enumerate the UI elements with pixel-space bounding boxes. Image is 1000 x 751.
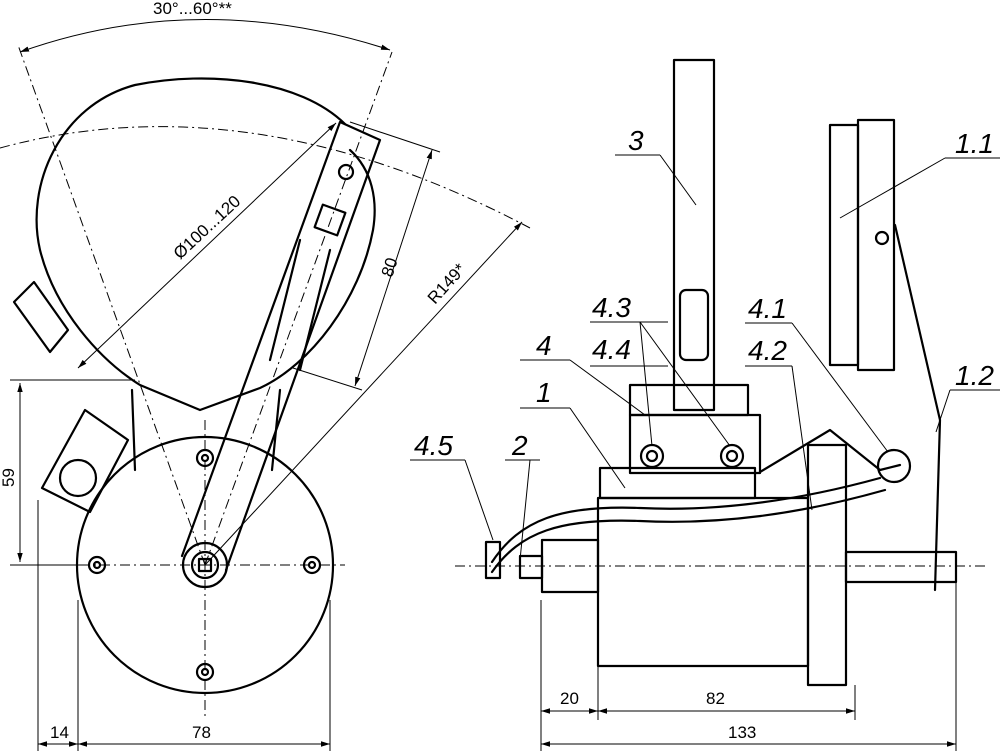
flange bbox=[806, 443, 848, 687]
bracket-1-2 bbox=[893, 223, 942, 592]
body-1 bbox=[596, 496, 810, 668]
radius-arc bbox=[0, 126, 531, 229]
bracket-4 bbox=[628, 413, 762, 475]
leader-4-5 bbox=[464, 459, 494, 541]
bolt-left-inner bbox=[92, 560, 102, 570]
bracket-legs bbox=[130, 388, 282, 472]
cap-4-1 bbox=[876, 448, 912, 484]
left-offset-dim-text: 14 bbox=[50, 723, 69, 742]
cable-2-lower bbox=[490, 488, 887, 574]
pos-label-4-4: 4.4 bbox=[592, 334, 631, 365]
height-dim-text: 59 bbox=[0, 468, 18, 487]
screw-4-3 bbox=[639, 443, 665, 469]
pos-label-2: 2 bbox=[511, 430, 528, 461]
side-offset-dim-text: 20 bbox=[560, 689, 579, 708]
pos-label-4: 4 bbox=[536, 330, 552, 361]
leader-4-1 bbox=[791, 322, 889, 453]
side-box-upper bbox=[12, 280, 70, 354]
pos-label-1-1: 1.1 bbox=[955, 128, 994, 159]
body-length-dim-text: 82 bbox=[706, 689, 725, 708]
shaft bbox=[844, 550, 958, 584]
front-view bbox=[0, 19, 531, 751]
hub-outer bbox=[181, 541, 229, 589]
ext-80-top bbox=[349, 121, 441, 153]
pos-label-4-1: 4.1 bbox=[748, 293, 787, 324]
bolt-left bbox=[87, 555, 107, 575]
diameter-dim-line bbox=[77, 122, 337, 369]
lever-dim-text: 80 bbox=[378, 255, 402, 279]
bolt-right-inner bbox=[307, 560, 317, 570]
bolt-top bbox=[195, 448, 215, 468]
pos-label-3: 3 bbox=[628, 125, 644, 156]
diameter-dim-text: Ø100...120 bbox=[170, 192, 244, 263]
side-view bbox=[455, 58, 985, 751]
ext-80-bottom bbox=[292, 367, 363, 391]
position-leaders bbox=[410, 154, 1000, 561]
leader-1-1 bbox=[839, 157, 946, 219]
gland-circle bbox=[58, 458, 98, 498]
cable-end-4-5 bbox=[484, 540, 502, 580]
leader-3 bbox=[659, 154, 697, 206]
box-1-1-bolt bbox=[874, 230, 890, 246]
side-box-lower bbox=[40, 408, 130, 514]
leader-1 bbox=[569, 407, 626, 489]
sector-line-right bbox=[204, 51, 393, 566]
radius-dim-text: R149* bbox=[424, 260, 470, 308]
leader-4-3 bbox=[639, 321, 653, 447]
cable-2 bbox=[490, 476, 882, 564]
lever-top-bolt bbox=[337, 163, 355, 181]
dim-80-line bbox=[354, 149, 433, 387]
gland-nut bbox=[518, 554, 544, 580]
leader-4-2 bbox=[791, 365, 813, 511]
leader-2 bbox=[519, 459, 531, 561]
pos-label-4-5: 4.5 bbox=[414, 430, 453, 461]
angle-dim-text: 30°...60°** bbox=[153, 0, 232, 18]
bolt-top-inner bbox=[200, 453, 210, 463]
lever-arm bbox=[180, 120, 382, 572]
pos-label-4-2: 4.2 bbox=[748, 335, 787, 366]
bolt-bottom-inner bbox=[200, 667, 210, 677]
hub-inner bbox=[190, 550, 220, 580]
lever-slot bbox=[268, 238, 332, 372]
screw-4-4-inner bbox=[725, 449, 739, 463]
post-3 bbox=[672, 58, 716, 412]
width-dim-text: 78 bbox=[192, 723, 211, 742]
radius-dim-line bbox=[204, 221, 523, 566]
pos-label-4-3: 4.3 bbox=[592, 292, 631, 323]
bolt-right bbox=[302, 555, 322, 575]
pos-label-1: 1 bbox=[536, 377, 552, 408]
sector-line-left bbox=[17, 44, 206, 566]
post-sleeve bbox=[678, 288, 710, 362]
screw-4-4 bbox=[719, 443, 745, 469]
total-length-dim-text: 133 bbox=[728, 723, 756, 742]
box-1-1-front bbox=[828, 123, 860, 367]
hub-square bbox=[197, 557, 213, 573]
pos-label-1-2: 1.2 bbox=[955, 360, 994, 391]
lever-clamp bbox=[313, 203, 347, 237]
screw-4-3-inner bbox=[645, 449, 659, 463]
arm-4-1 bbox=[758, 428, 902, 474]
box-1-1-body bbox=[856, 118, 896, 372]
leader-1-2 bbox=[935, 389, 951, 433]
angle-arc bbox=[19, 19, 391, 53]
leader-4-4 bbox=[639, 321, 731, 447]
bolt-bottom bbox=[195, 662, 215, 682]
leader-4 bbox=[569, 359, 646, 416]
